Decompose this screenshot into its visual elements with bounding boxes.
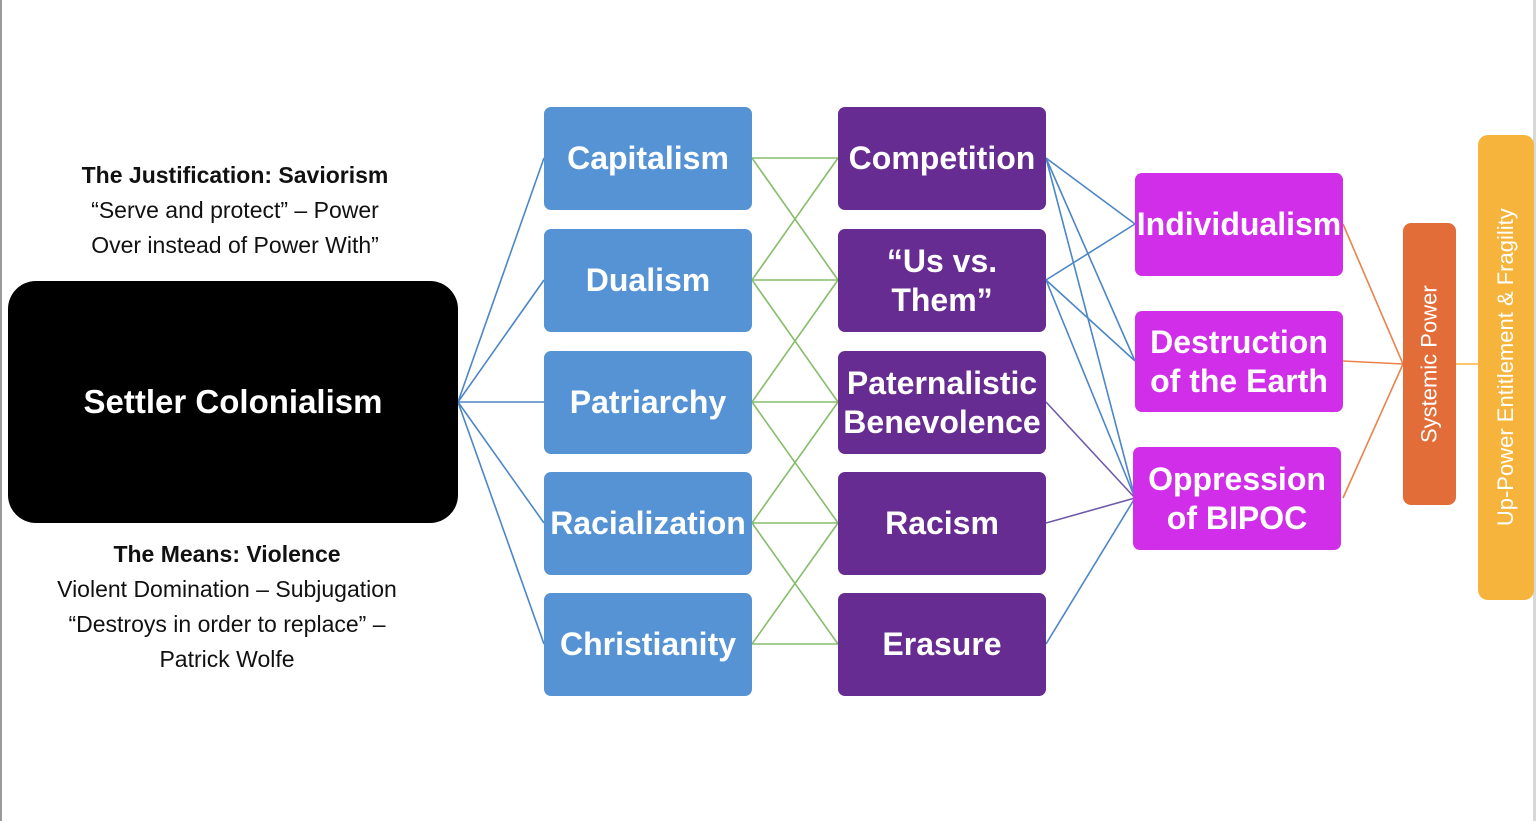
system-to-value-line [751,401,839,524]
outcome-to-power-line [1342,363,1404,499]
system-box-patriarchy: Patriarchy [544,351,752,454]
value-to-outcome-line [1045,497,1136,645]
justification-caption: The Justification: Saviorism “Serve and … [20,158,450,263]
outcome-box-destruction-of-the-earth: Destruction of the Earth [1135,311,1343,412]
slide-right-edge [1533,0,1536,821]
system-box-dualism: Dualism [544,229,752,332]
slide-left-edge [0,0,2,821]
system-label: Christianity [559,626,737,663]
justification-heading: The Justification: Saviorism [81,162,389,188]
value-label: Paternalistic Benevolence [843,365,1041,440]
systemic-power-box: Systemic Power [1403,223,1456,505]
means-caption: The Means: Violence Violent Domination –… [12,537,442,677]
root-to-system-line [457,279,545,403]
outcome-label: Destruction of the Earth [1150,324,1328,399]
system-to-value-line [751,279,839,403]
value-to-outcome-line [1045,497,1136,524]
system-label: Capitalism [567,140,729,177]
system-box-racialization: Racialization [544,472,752,575]
value-label: Erasure [882,626,1002,663]
systemic-power-label: Systemic Power [1416,285,1442,443]
outcome-label: Oppression of BIPOC [1148,461,1326,536]
value-to-outcome-line [1045,157,1136,499]
up-power-label: Up-Power Entitlement & Fragility [1492,208,1518,527]
justification-line: Over instead of Power With” [91,232,379,258]
system-label: Patriarchy [569,384,727,421]
value-box-erasure: Erasure [838,593,1046,696]
means-line: Violent Domination – Subjugation [57,576,397,602]
system-label: Racialization [550,505,746,542]
system-to-value-line [751,522,839,645]
means-heading: The Means: Violence [113,541,341,567]
up-power-box: Up-Power Entitlement & Fragility [1478,135,1534,600]
system-to-value-line [751,157,839,281]
value-to-outcome-line [1045,223,1136,281]
outcome-label: Individualism [1136,206,1342,243]
outcome-to-power-line [1342,360,1404,365]
outcome-box-individualism: Individualism [1135,173,1343,276]
system-to-value-line [751,401,839,524]
root-to-system-line [457,157,545,403]
value-to-outcome-line [1045,157,1136,225]
value-box-us-vs-them: “Us vs. Them” [838,229,1046,332]
value-to-outcome-line [1045,157,1136,362]
system-to-value-line [751,522,839,645]
means-line: “Destroys in order to replace” – [68,611,386,637]
value-box-racism: Racism [838,472,1046,575]
system-box-christianity: Christianity [544,593,752,696]
value-label: Racism [885,505,999,542]
value-to-outcome-line [1045,279,1136,362]
justification-line: “Serve and protect” – Power [91,197,379,223]
outcome-box-oppression-of-bipoc: Oppression of BIPOC [1133,447,1341,550]
root-to-system-line [457,401,545,645]
outcome-to-power-line [1342,223,1404,365]
value-to-outcome-line [1045,279,1136,499]
root-to-system-line [457,401,545,524]
value-box-paternalistic-benevolence: Paternalistic Benevolence [838,351,1046,454]
system-box-capitalism: Capitalism [544,107,752,210]
value-box-competition: Competition [838,107,1046,210]
value-label: Competition [848,140,1036,177]
system-label: Dualism [585,262,711,299]
value-to-outcome-line [1045,401,1136,499]
means-line: Patrick Wolfe [159,646,295,672]
system-to-value-line [751,279,839,403]
value-label: “Us vs. Them” [886,243,998,318]
system-to-value-line [751,157,839,281]
settler-colonialism-box: Settler Colonialism [8,281,458,523]
settler-colonialism-label: Settler Colonialism [83,383,383,421]
